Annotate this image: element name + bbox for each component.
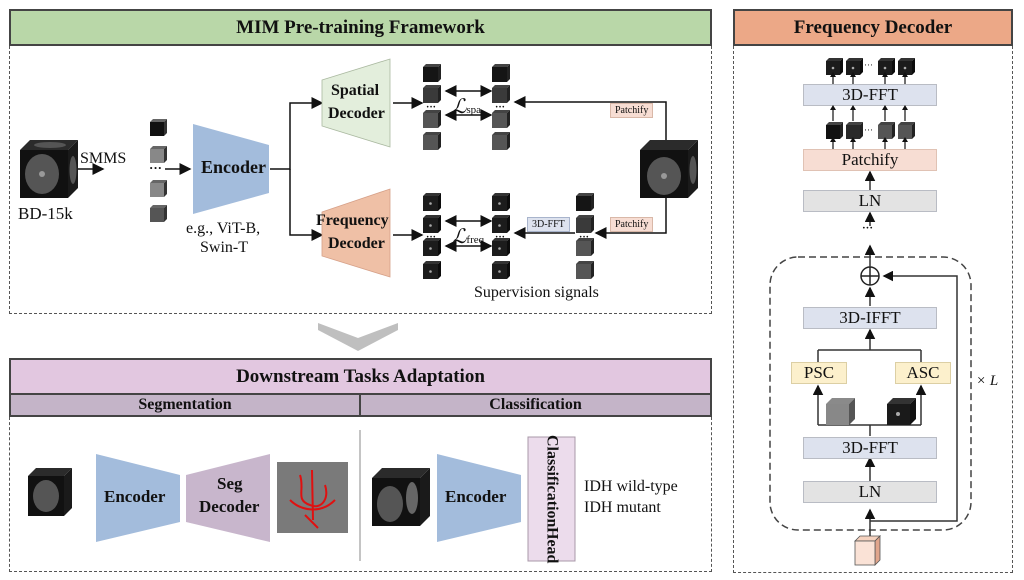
- dataset-label: BD-15k: [18, 204, 73, 223]
- patchify-tag-spatial: Patchify: [610, 103, 654, 118]
- fft-output-patch: [846, 58, 863, 75]
- downstream-header: Downstream Tasks Adaptation: [9, 358, 712, 395]
- freq-panel-header: Frequency Decoder: [733, 9, 1013, 46]
- spatial-patch: [423, 64, 441, 82]
- seg-encoder-label: Encoder: [104, 487, 166, 506]
- supervision-label: Supervision signals: [474, 284, 599, 301]
- spatial-patch: [492, 110, 510, 128]
- fft-output-patch: [878, 58, 895, 75]
- spatial-patch: [423, 85, 441, 103]
- smms-label: SMMS: [80, 150, 127, 167]
- ellipsis: ···: [149, 160, 163, 175]
- fft-inner-box: 3D-FFT: [803, 437, 937, 459]
- freq-panel: [733, 46, 1013, 573]
- class-idh-wildtype: IDH wild-type: [584, 478, 678, 495]
- seg-input-cube: [28, 468, 72, 516]
- spatial-token-patch: [826, 122, 843, 139]
- supervision-patch: [576, 261, 594, 279]
- pretrain-panel: [9, 46, 712, 314]
- classification-head-shape: [527, 436, 576, 562]
- spatial-patch: [423, 110, 441, 128]
- frequency-patch: [423, 215, 441, 233]
- frequency-patch: [423, 193, 441, 211]
- phase-spectrum-cube: [826, 398, 855, 425]
- ln-top-box: LN: [803, 190, 937, 212]
- ifft-box: 3D-IFFT: [803, 307, 937, 329]
- frequency-patch: [492, 193, 510, 211]
- encoder-shape: [193, 124, 269, 214]
- spatial-patch: [423, 132, 441, 150]
- to-spatial-arrow: [270, 97, 324, 170]
- frequency-decoder-label-2: Decoder: [328, 235, 385, 252]
- spatial-patch: [492, 132, 510, 150]
- seg-decoder-shape: [186, 454, 270, 542]
- classification-header: Classification: [359, 393, 712, 417]
- frequency-patch: [492, 238, 510, 256]
- masked-patch: [150, 205, 167, 222]
- seg-decoder-label-2: Decoder: [199, 497, 260, 516]
- supervision-patch: [576, 215, 594, 233]
- fft-output-patch: [826, 58, 843, 75]
- freq-supervision-arrow: [594, 198, 667, 239]
- frequency-decoder-label-1: Frequency: [316, 212, 389, 229]
- masked-patch: [150, 146, 167, 163]
- spatial-decoder-label-2: Decoder: [328, 105, 385, 122]
- spatial-decoder-label-1: Spatial: [331, 82, 380, 99]
- encoder-label: Encoder: [201, 157, 266, 177]
- chevron-down-icon: [318, 323, 398, 351]
- fft-tag: 3D-FFT: [527, 217, 570, 232]
- amplitude-spectrum-cube: [887, 398, 916, 425]
- pretrain-header: MIM Pre-training Framework: [9, 9, 712, 46]
- cls-input-cube: [372, 468, 432, 526]
- frequency-patch: [423, 261, 441, 279]
- masked-patch: [150, 180, 167, 197]
- cls-encoder-shape: [437, 454, 521, 542]
- supervision-patch: [576, 193, 594, 211]
- fft-top-box: 3D-FFT: [803, 84, 937, 106]
- class-idh-mutant: IDH mutant: [584, 499, 661, 516]
- freq-ellipsis: ···: [862, 222, 874, 234]
- spatial-token-patch: [898, 122, 915, 139]
- frequency-patch: [492, 215, 510, 233]
- patchify-tag-frequency: Patchify: [610, 217, 654, 232]
- encoder-example-2: Swin-T: [200, 239, 248, 256]
- loss-spatial: ℒspa: [452, 96, 482, 118]
- spatial-patch: [492, 85, 510, 103]
- downstream-panel: [9, 417, 712, 572]
- masked-patch: [150, 119, 167, 136]
- to-freq-arrow: [289, 169, 324, 241]
- seg-encoder-shape: [96, 454, 180, 542]
- spatial-decoder-shape: [321, 58, 391, 148]
- segmentation-header: Segmentation: [9, 393, 361, 417]
- spatial-patch: [492, 64, 510, 82]
- spatial-token-patch: [878, 122, 895, 139]
- cls-encoder-label: Encoder: [445, 487, 507, 506]
- encoder-example-1: e.g., ViT-B,: [186, 220, 261, 237]
- repeat-label: × L: [976, 373, 999, 389]
- fft-output-patch: [898, 58, 915, 75]
- psc-box: PSC: [791, 362, 847, 384]
- spatial-supervision-arrow: [513, 96, 667, 140]
- asc-box: ASC: [895, 362, 951, 384]
- frequency-patch: [423, 238, 441, 256]
- input-token-cube: [854, 535, 881, 566]
- supervision-patch: [576, 238, 594, 256]
- target-brain-cube: [640, 140, 698, 198]
- frequency-decoder-shape: [321, 188, 391, 278]
- frequency-patch: [492, 261, 510, 279]
- brain-volume-cube: [20, 140, 80, 198]
- spatial-token-patch: [846, 122, 863, 139]
- classification-head-label: Classification Head: [543, 434, 561, 564]
- loss-frequency: ℒfreq: [452, 226, 485, 248]
- downstream-title: Downstream Tasks Adaptation: [236, 365, 485, 387]
- seg-decoder-label-1: Seg: [217, 474, 243, 493]
- patchify-box: Patchify: [803, 149, 937, 171]
- ln-inner-box: LN: [803, 481, 937, 503]
- pretrain-title: MIM Pre-training Framework: [236, 16, 485, 38]
